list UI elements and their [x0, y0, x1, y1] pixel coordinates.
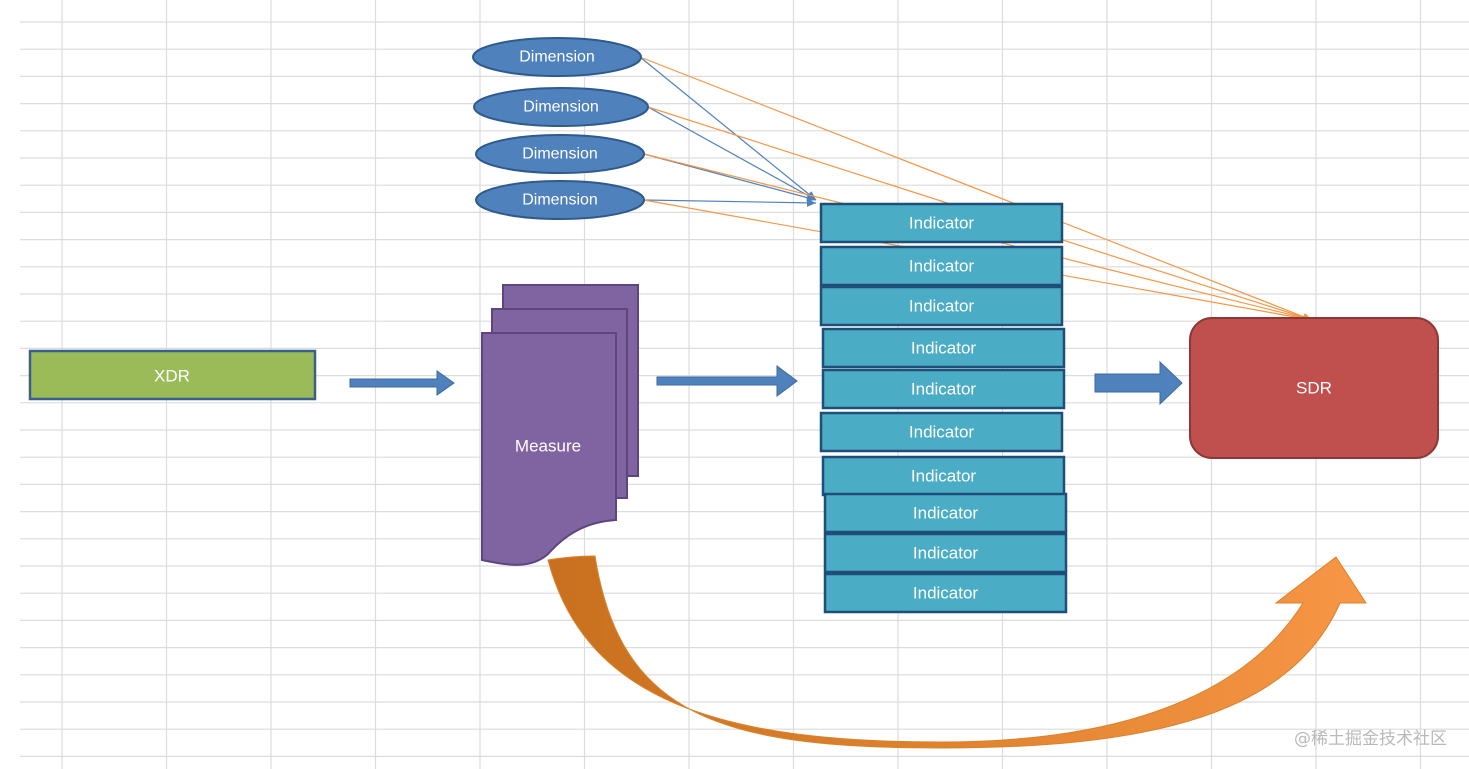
- indicator-box: [821, 327, 1066, 369]
- dimension-ellipse: [472, 37, 642, 77]
- indicator-box: [819, 202, 1064, 244]
- indicator-box: [819, 245, 1064, 287]
- indicator-label: Indicator: [909, 214, 975, 233]
- indicator-label: Indicator: [911, 339, 977, 358]
- indicator-label: Indicator: [913, 504, 979, 523]
- dimension-label: Dimension: [522, 192, 598, 209]
- measure-to-indicators-arrow: [656, 365, 798, 397]
- indicator-label: Indicator: [909, 257, 975, 276]
- indicator-stack: IndicatorIndicatorIndicatorIndicatorIndi…: [819, 202, 1068, 614]
- watermark-text: @稀土掘金技术社区: [1294, 729, 1447, 749]
- dimension-label: Dimension: [519, 49, 595, 66]
- dimension-4-to-indicator-link: [643, 198, 817, 207]
- xdr-label: XDR: [154, 367, 190, 386]
- indicator-box: [819, 285, 1064, 327]
- xdr-box: [28, 349, 317, 401]
- indicator-box: [819, 411, 1064, 453]
- dimension-label: Dimension: [522, 146, 598, 163]
- sdr-label: SDR: [1296, 379, 1332, 398]
- indicator-box: [823, 532, 1068, 574]
- sdr-box: [1189, 317, 1439, 459]
- indicator-label: Indicator: [911, 380, 977, 399]
- xdr-node: XDR: [28, 349, 317, 401]
- indicator-box: [821, 368, 1066, 410]
- indicator-label: Indicator: [913, 584, 979, 603]
- xdr-to-measure-arrow: [349, 370, 455, 396]
- measure-label: Measure: [515, 437, 581, 456]
- measure-to-sdr-curved-arrow: [547, 555, 1367, 749]
- dimension-ellipse: [475, 180, 645, 220]
- indicator-label: Indicator: [911, 467, 977, 486]
- sdr-node: SDR: [1189, 317, 1439, 459]
- dimension-1-to-sdr-link: [639, 56, 1313, 321]
- dimension-2-to-indicator-link: [647, 106, 817, 201]
- dimension-1-to-indicator-link: [639, 56, 817, 201]
- indicator-box: [823, 572, 1068, 614]
- dimension-label: Dimension: [523, 99, 599, 116]
- indicator-label: Indicator: [913, 544, 979, 563]
- measure-node: Measure: [481, 284, 639, 566]
- dimension-ellipse: [475, 134, 645, 174]
- indicator-label: Indicator: [909, 423, 975, 442]
- dimension-ellipse: [473, 87, 649, 127]
- measure-front-page: [481, 332, 617, 566]
- indicators-to-sdr-arrow: [1094, 360, 1183, 406]
- indicator-box: [823, 492, 1068, 534]
- indicator-label: Indicator: [909, 297, 975, 316]
